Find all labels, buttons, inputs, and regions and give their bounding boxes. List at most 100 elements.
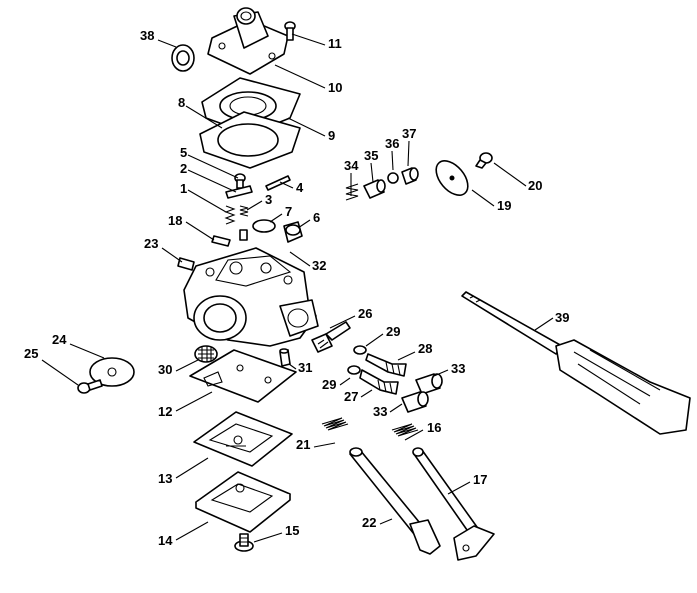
callout-label-l31: 31	[298, 360, 312, 375]
callout-label-l18: 18	[168, 213, 182, 228]
part-22-throttle-shaft	[349, 447, 441, 555]
callout-label-l34: 34	[344, 158, 359, 173]
leader-line-l6	[297, 219, 311, 229]
callout-label-l11: 11	[328, 36, 342, 51]
leader-line-l8	[185, 105, 223, 129]
leader-line-l2	[187, 169, 237, 193]
part-4-pin	[265, 175, 291, 191]
part-33-limiter-cap	[415, 373, 443, 395]
part-1-spring	[224, 205, 236, 225]
part-30-filter-screen	[194, 345, 218, 363]
leader-line-l19	[471, 189, 495, 207]
part-7-plug	[252, 219, 276, 233]
callout-label-l10: 10	[328, 80, 342, 95]
callout-label-l27: 27	[344, 389, 358, 404]
leader-line-l24	[69, 343, 105, 359]
callout-label-l26: 26	[358, 306, 372, 321]
part-32-carburetor-body	[183, 247, 319, 347]
callout-label-l35: 35	[364, 148, 378, 163]
part-20-screw	[475, 152, 493, 169]
part-19-disc	[435, 160, 469, 196]
leader-line-l1	[187, 189, 227, 213]
callout-label-l37: 37	[402, 126, 416, 141]
part-23-clip	[177, 257, 195, 271]
leader-line-l16	[404, 429, 424, 441]
leader-line-l29b	[339, 377, 351, 386]
leader-line-l14	[175, 521, 209, 541]
callout-label-l38: 38	[140, 28, 154, 43]
part-3-needle	[239, 205, 249, 241]
leader-line-l13	[175, 457, 209, 479]
callout-label-l4: 4	[296, 180, 304, 195]
callout-label-l14: 14	[158, 533, 173, 548]
leader-line-l36	[391, 150, 394, 171]
leader-line-l17	[447, 481, 471, 495]
leader-line-l21	[313, 442, 336, 448]
callout-label-l2: 2	[180, 161, 187, 176]
callout-label-l33: 33	[451, 361, 465, 376]
callout-label-l23: 23	[144, 236, 158, 251]
leader-line-l22	[379, 518, 393, 525]
part-38-washer	[171, 44, 195, 72]
leader-line-l38	[157, 39, 177, 48]
part-5-screw	[234, 173, 246, 189]
part-34-spring	[345, 183, 359, 201]
leader-line-l32	[289, 251, 311, 267]
part-15-screw	[234, 533, 254, 552]
leader-line-l29	[365, 333, 384, 347]
callout-label-l20: 20	[528, 178, 542, 193]
callout-label-l17: 17	[473, 472, 487, 487]
part-24-cover-disc	[89, 357, 135, 387]
part-28-needle-screw	[365, 353, 407, 377]
part-6-plug	[283, 221, 303, 243]
leader-line-l39	[534, 317, 554, 331]
part-8-gasket	[199, 111, 301, 169]
callout-label-l13: 13	[158, 471, 172, 486]
leader-line-l15	[253, 532, 283, 543]
callout-label-l1: 1	[180, 181, 187, 196]
leader-line-l25	[41, 359, 79, 386]
leader-line-l9	[287, 117, 326, 137]
leader-line-l18	[185, 221, 215, 241]
callout-label-l24: 24	[52, 332, 67, 347]
part-26-adjusting-screw	[311, 321, 351, 353]
part-35-sleeve	[363, 179, 386, 199]
leader-line-l11	[291, 33, 326, 46]
leader-line-l33b	[389, 403, 403, 413]
leader-line-l12	[175, 391, 213, 412]
callout-label-l29: 29	[386, 324, 400, 339]
part-29-o-ring	[353, 345, 367, 355]
callout-label-l6: 6	[313, 210, 320, 225]
callout-label-l32: 32	[312, 258, 326, 273]
callout-label-l28: 28	[418, 341, 432, 356]
callout-label-l3: 3	[265, 192, 272, 207]
leader-line-l10	[274, 64, 326, 89]
leader-line-l26	[329, 315, 356, 329]
part-13-metering-diaphragm	[193, 411, 293, 467]
part-12-gasket	[189, 349, 297, 403]
part-17-choke-shaft	[412, 447, 495, 561]
part-2-lever	[225, 185, 253, 199]
leader-line-l33	[433, 369, 449, 377]
leader-line-l28	[397, 351, 416, 361]
callout-label-l39: 39	[555, 310, 569, 325]
part-36-ball	[387, 172, 399, 184]
callout-label-l16: 16	[427, 420, 441, 435]
callout-label-l36: 36	[385, 136, 399, 151]
callout-label-l29b: 29	[322, 377, 336, 392]
leader-line-l27	[360, 389, 373, 398]
callout-label-l7: 7	[285, 204, 292, 219]
leader-line-l5	[187, 154, 239, 179]
part-27-needle-screw	[359, 369, 399, 395]
leader-line-l20	[493, 162, 527, 187]
part-11-screw	[284, 21, 296, 41]
part-29-o-ring-lower	[347, 365, 361, 375]
callout-label-l25: 25	[24, 346, 38, 361]
leader-line-l31	[288, 363, 297, 370]
part-18-clip	[211, 235, 231, 247]
callout-labels: 1234567891011121314151617181920212223242…	[24, 28, 569, 548]
part-14-cover	[195, 471, 291, 533]
leader-line-l7	[269, 213, 283, 223]
part-39-screwdriver	[461, 291, 691, 435]
callout-label-l15: 15	[285, 523, 299, 538]
